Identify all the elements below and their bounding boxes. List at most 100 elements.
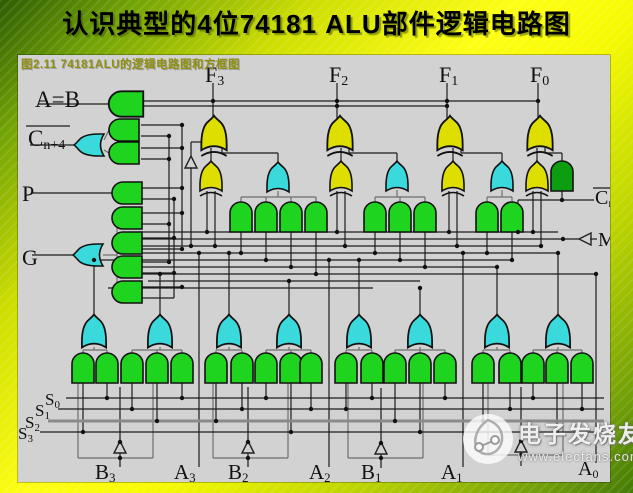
junction-dot bbox=[442, 395, 448, 401]
wire-gray bbox=[103, 149, 110, 154]
junction-dot bbox=[560, 236, 566, 242]
xor-gate bbox=[330, 161, 352, 196]
and-gate bbox=[120, 352, 144, 384]
and-gate bbox=[170, 352, 194, 384]
junction-dot bbox=[417, 285, 423, 291]
or-gate bbox=[545, 313, 571, 349]
and-gate bbox=[204, 352, 228, 384]
junction-dot bbox=[179, 122, 185, 128]
and-gate bbox=[545, 352, 569, 384]
label-f1: F1 bbox=[439, 62, 458, 89]
and-gate bbox=[229, 201, 253, 233]
label-cn: Cn bbox=[595, 187, 610, 210]
xor-gate bbox=[437, 116, 462, 156]
and-gate bbox=[95, 352, 119, 384]
or-gate bbox=[73, 133, 105, 157]
junction-dot bbox=[356, 257, 362, 263]
junction-dot bbox=[188, 243, 194, 249]
and-gate bbox=[299, 352, 323, 384]
and-gate-dark bbox=[550, 160, 574, 192]
and-gate bbox=[408, 352, 432, 384]
label-b3: B3 bbox=[95, 460, 116, 482]
junction-dot bbox=[530, 395, 536, 401]
xor-gate bbox=[442, 161, 464, 196]
label-b2: B2 bbox=[228, 460, 249, 482]
and-gate bbox=[475, 201, 499, 233]
and-gate bbox=[108, 141, 140, 165]
figure-caption: 图2.11 74181ALU的逻辑电路图和方框图 bbox=[21, 59, 241, 71]
junction-dot bbox=[245, 439, 251, 445]
inverter-icon bbox=[184, 155, 198, 169]
junction-dot bbox=[117, 455, 123, 461]
and-gate bbox=[111, 280, 143, 304]
and-gate bbox=[521, 352, 545, 384]
junction-dot bbox=[559, 197, 565, 203]
junction-dot bbox=[286, 278, 292, 284]
label-s0: S0 bbox=[45, 390, 60, 411]
junction-dot bbox=[179, 145, 185, 151]
junction-dot bbox=[378, 455, 384, 461]
watermark-text: 电子发烧友 www.elecfans.com bbox=[518, 415, 633, 464]
junction-dot bbox=[308, 406, 314, 412]
or-gate bbox=[266, 161, 290, 193]
junction-dot bbox=[154, 418, 160, 424]
junction-dot bbox=[538, 243, 544, 249]
and-gate bbox=[471, 352, 495, 384]
junction-dot bbox=[530, 229, 536, 235]
junction-dot bbox=[593, 271, 599, 277]
junction-dot bbox=[326, 257, 332, 263]
junction-dot bbox=[288, 429, 294, 435]
junction-dot bbox=[80, 429, 86, 435]
junction-dot bbox=[238, 250, 244, 256]
label-a-eq-b: A=B bbox=[35, 87, 80, 112]
junction-dot bbox=[397, 257, 403, 263]
or-gate bbox=[484, 313, 510, 349]
junction-dot bbox=[343, 406, 349, 412]
junction-dot bbox=[196, 250, 202, 256]
junction-dot bbox=[392, 418, 398, 424]
label-f0: F0 bbox=[530, 62, 549, 89]
junction-dot bbox=[263, 395, 269, 401]
junction-dot bbox=[171, 270, 177, 276]
label-a3: A3 bbox=[174, 460, 196, 482]
junction-dot bbox=[171, 196, 177, 202]
wire-gray bbox=[103, 129, 110, 141]
and-gate bbox=[71, 352, 95, 384]
and-gate bbox=[108, 118, 140, 142]
junction-dot bbox=[263, 257, 269, 263]
junction-dot bbox=[460, 250, 466, 256]
junction-dot bbox=[369, 395, 375, 401]
junction-dot bbox=[444, 103, 450, 109]
label-p: P bbox=[22, 181, 34, 206]
and-gate bbox=[334, 352, 358, 384]
and-gate bbox=[254, 201, 278, 233]
and-gate bbox=[230, 352, 254, 384]
and-gate bbox=[304, 201, 328, 233]
junction-dot bbox=[342, 243, 348, 249]
junction-dot bbox=[494, 264, 500, 270]
or-gate bbox=[216, 313, 242, 349]
junction-dot bbox=[179, 185, 185, 191]
or-gate bbox=[81, 313, 107, 349]
junction-dot bbox=[166, 221, 172, 227]
junction-dot bbox=[212, 243, 218, 249]
and-gate bbox=[413, 201, 437, 233]
junction-dot bbox=[509, 257, 515, 263]
slide-title: 认识典型的4位74181 ALU部件逻辑电路图 bbox=[62, 9, 571, 39]
junction-dot bbox=[417, 429, 423, 435]
junction-dot bbox=[171, 235, 177, 241]
watermark: 电子发烧友 www.elecfans.com bbox=[462, 413, 633, 465]
watermark-logo-icon bbox=[463, 414, 513, 464]
junction-dot bbox=[518, 438, 524, 444]
junction-dot bbox=[378, 440, 384, 446]
junction-dot bbox=[334, 229, 340, 235]
and-gate bbox=[360, 352, 384, 384]
junction-dot bbox=[204, 229, 210, 235]
or-gate bbox=[346, 313, 372, 349]
circuit-svg: A=BCn+4PGF3F2F1F0CnMS0S1S2S3B3A3B2A2B1A1… bbox=[18, 62, 610, 482]
junction-dot bbox=[104, 395, 110, 401]
label-m: M bbox=[598, 229, 610, 251]
and-gate bbox=[570, 352, 594, 384]
or-gate bbox=[407, 313, 433, 349]
